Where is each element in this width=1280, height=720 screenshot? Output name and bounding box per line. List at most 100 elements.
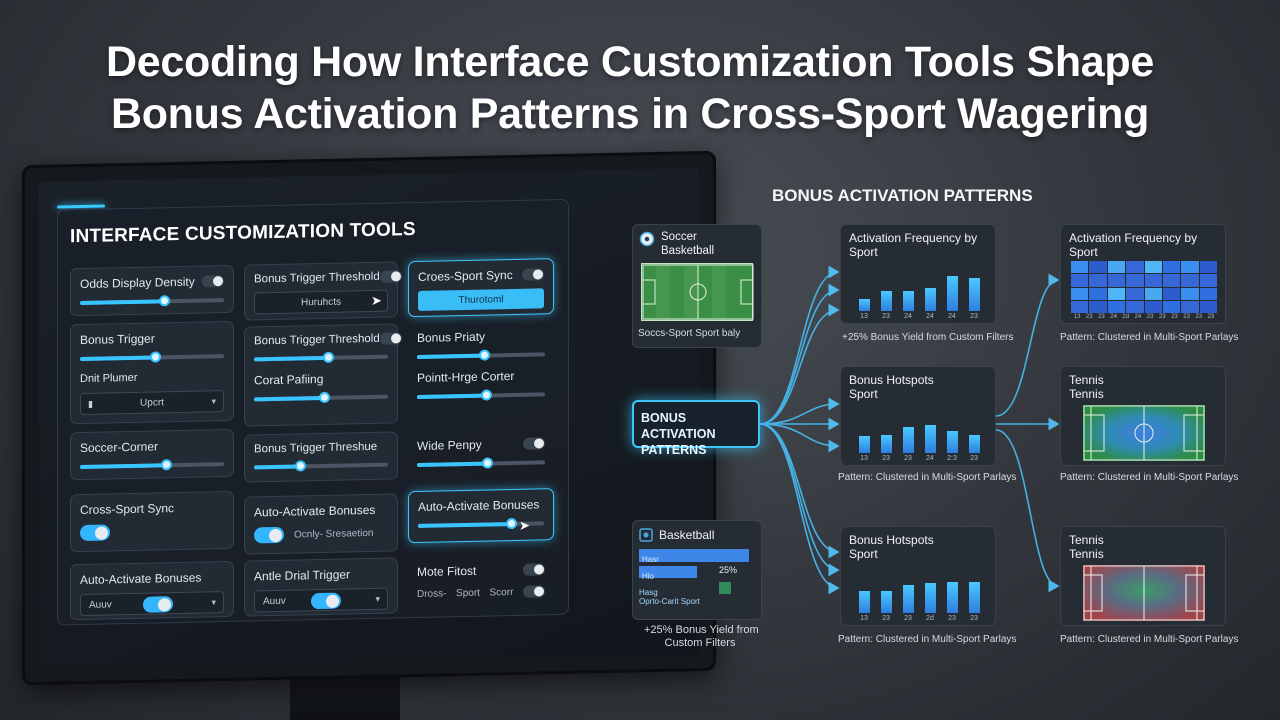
heatmap-cell	[1162, 274, 1181, 287]
tennis-2-title: Tennis	[1069, 533, 1104, 547]
heatmap-cell	[1162, 300, 1181, 313]
auto-activate-2-note: Ocnly- Sresaetion	[294, 527, 374, 541]
heatmap-tick-label: 13	[1073, 314, 1081, 320]
basketball-bar-1-label: Hasr	[642, 555, 659, 564]
soccer-chip-caption: Soccs-Sport Sport baly	[638, 328, 741, 339]
heatmap-cell	[1089, 287, 1107, 300]
heatmap-cell	[1199, 261, 1217, 274]
heatmap-cell	[1181, 274, 1199, 287]
odds-density-toggle[interactable]	[202, 275, 224, 288]
pointt-hrge-label: Pointt-Hrge Corter	[417, 368, 515, 385]
heatmap-cell	[1089, 300, 1107, 313]
basketball-bar-3-row: Hasg	[639, 582, 699, 597]
chart-tick-label: 23	[970, 313, 978, 320]
odds-density-slider[interactable]	[80, 295, 224, 307]
threshold-card-2: Bonus Trigger Threshold Corat Pafiing	[244, 323, 402, 427]
croes-sport-sync-toggle[interactable]	[522, 268, 544, 281]
wide-penpy-slider[interactable]	[417, 457, 545, 469]
tennis-court-2	[1083, 565, 1205, 621]
tennis-1-caption: Pattern: Clustered in Multi-Sport Parlay…	[1060, 472, 1239, 483]
auto-activate-select[interactable]: Auuv▾	[80, 591, 224, 617]
chart-bar	[924, 287, 936, 311]
wide-penpy-toggle[interactable]	[523, 437, 545, 450]
bonus-trigger-label: Bonus Trigger	[80, 331, 155, 348]
chart-bar	[902, 290, 914, 311]
soccer-chip-title: Soccer	[661, 231, 697, 243]
chart-tick-label: 24	[904, 313, 912, 320]
tennis-1-title: Tennis	[1069, 373, 1104, 387]
antle-trigger-select[interactable]: Auuv ▾	[254, 587, 388, 613]
chart-bar	[858, 299, 870, 311]
heatmap-cell	[1181, 287, 1199, 300]
chart-tick-label: 24	[948, 313, 956, 320]
chart-bar	[924, 425, 936, 453]
chart-bar	[946, 581, 958, 613]
bonus-priority-card: Bonus Priaty Pointt-Hrge Corter	[408, 320, 554, 423]
basketball-icon	[639, 528, 653, 547]
chart-1-plot	[853, 263, 985, 311]
mouse-cursor-icon: ➤	[519, 517, 530, 533]
cross-sport-sync-toggle[interactable]	[80, 524, 110, 542]
basketball-bar-2-label: Hlo	[642, 572, 655, 581]
chart-bar	[946, 431, 958, 453]
section-title: BONUS ACTIVATION PATTERNS	[772, 186, 1033, 205]
heatmap-cell	[1199, 274, 1217, 287]
chart-bar	[968, 581, 980, 613]
threshold-2-toggle[interactable]	[379, 332, 402, 345]
heatmap-cell	[1107, 261, 1126, 274]
heatmap-cell	[1126, 300, 1144, 313]
heatmap-caption: Pattern: Clustered in Multi-Sport Parlay…	[1060, 332, 1239, 343]
basketball-bars: Hasr Hlo 25% Hasg Oprto-Carit Sport	[639, 549, 755, 609]
antle-trigger-select-value: Auuv	[263, 595, 286, 607]
auto-activate-toggle[interactable]	[143, 596, 173, 613]
corat-pafiing-slider[interactable]	[254, 391, 388, 404]
pointt-hrge-slider[interactable]	[417, 389, 545, 401]
threshold-1-toggle[interactable]	[379, 270, 402, 283]
croes-sport-sync-button[interactable]: Thurotoml	[418, 288, 544, 311]
chart-tick-label: 24	[926, 313, 934, 320]
chart-tick-label: 2:3	[947, 455, 957, 462]
auto-activate-card: Auto-Activate Bonuses Auuv▾	[70, 560, 234, 621]
bonus-trigger-select[interactable]: ▮Upcrt▾	[80, 390, 224, 416]
auto-activate-2-toggle[interactable]	[254, 526, 284, 544]
antle-trigger-toggle[interactable]	[311, 592, 341, 610]
heatmap-tick-label: 23	[1171, 314, 1178, 320]
chart-bar	[968, 434, 980, 453]
auto-activate-3-label: Auto-Activate Bonuses	[418, 497, 540, 514]
page-title: Decoding How Interface Customization Too…	[0, 36, 1260, 140]
chart-1-caption: +25% Bonus Yield from Custom Filters	[842, 332, 1014, 343]
heatmap-cell	[1126, 287, 1144, 300]
heatmap-cell	[1199, 287, 1217, 300]
auto-activate-select-value: Auuv	[89, 598, 112, 611]
heatmap-cell	[1126, 274, 1144, 287]
chart-2-caption: Pattern: Clustered in Multi-Sport Parlay…	[838, 472, 1017, 483]
chart-tick-label: 13	[860, 615, 868, 622]
heatmap-cell	[1089, 274, 1107, 287]
title-line-1: Decoding How Interface Customization Too…	[106, 38, 1154, 86]
heatmap-tick-label: 23	[1098, 314, 1105, 320]
heatmap-cell	[1107, 274, 1126, 287]
basketball-caption-1: +25% Bonus Yield from	[644, 624, 759, 636]
heatmap-cell	[1071, 274, 1089, 287]
threshold-1-select[interactable]: Huruhcts	[254, 289, 388, 315]
chart-3-plot	[853, 565, 985, 613]
mote-sub-toggle[interactable]	[523, 585, 545, 598]
mote-fitost-toggle[interactable]	[523, 563, 545, 576]
chart-tick-label: 23	[882, 313, 890, 320]
wide-penpy-card: Wide Penpy	[408, 428, 554, 479]
heatmap-cell	[1071, 300, 1089, 313]
soccer-corner-slider[interactable]	[80, 459, 224, 471]
chart-bar	[880, 591, 892, 613]
threshold-2-slider[interactable]	[254, 351, 388, 363]
odds-density-card: Odds Display Density	[70, 264, 234, 317]
bonus-trigger-slider[interactable]	[80, 351, 224, 363]
thumb-icon: ▮	[88, 398, 93, 409]
bonus-priority-slider[interactable]	[417, 349, 545, 361]
threshold-3-slider[interactable]	[254, 460, 388, 472]
chevron-down-icon: ▾	[375, 593, 380, 604]
chart-tick-label: 23	[948, 615, 956, 622]
basketball-bar-2: Hlo	[639, 566, 697, 581]
